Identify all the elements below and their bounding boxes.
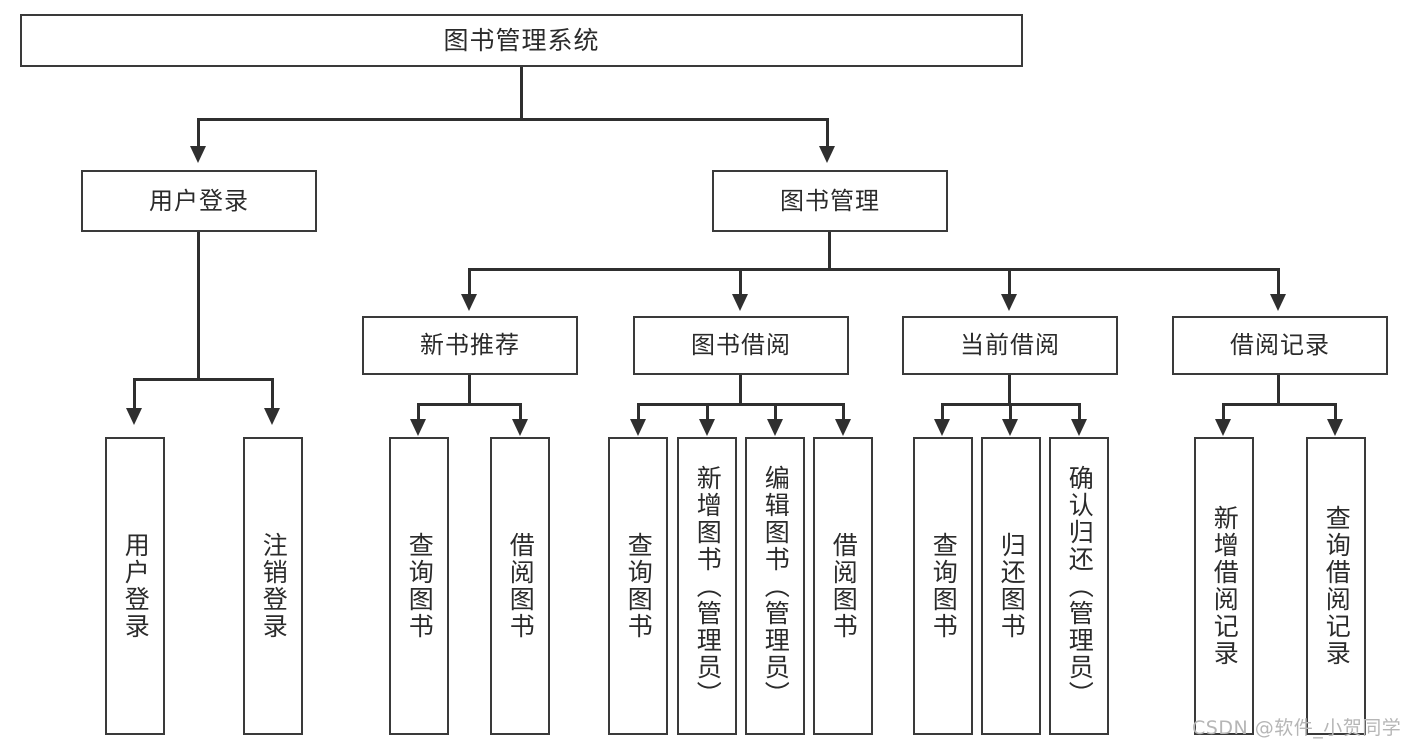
leaf-label: 借阅图书 xyxy=(829,532,859,640)
connector-newbook-leaf-1 xyxy=(417,403,420,421)
node-book-management: 图书管理 xyxy=(712,170,948,232)
leaf-borrow-book: 借阅图书 xyxy=(813,437,873,735)
arrowhead-borrow-leaf-4 xyxy=(835,419,851,436)
leaf-user-login: 用户登录 xyxy=(105,437,165,735)
arrowhead-current-leaf-3 xyxy=(1071,419,1087,436)
arrowhead-bookmgmt-borrow xyxy=(732,294,748,311)
arrowhead-login-leaf-1 xyxy=(126,408,142,425)
connector-current-leaf-1 xyxy=(941,403,944,421)
arrowhead-root-to-login xyxy=(190,146,206,163)
connector-record-leaf-1 xyxy=(1222,403,1225,421)
leaf-label: 查询借阅记录 xyxy=(1322,505,1352,667)
connector-root-stem xyxy=(520,67,523,120)
arrowhead-borrow-leaf-1 xyxy=(630,419,646,436)
arrowhead-bookmgmt-newbook xyxy=(461,294,477,311)
connector-bookmgmt-to-record xyxy=(1277,268,1280,296)
arrowhead-current-leaf-1 xyxy=(934,419,950,436)
connector-login-to-leaf-2 xyxy=(271,378,274,410)
connector-bookmgmt-stem xyxy=(828,232,831,270)
leaf-query-book-borrow: 查询图书 xyxy=(608,437,668,735)
leaf-add-borrow-record: 新增借阅记录 xyxy=(1194,437,1254,735)
connector-root-bus xyxy=(197,118,829,121)
connector-login-to-leaf-1 xyxy=(133,378,136,410)
leaf-label: 新增借阅记录 xyxy=(1210,505,1240,667)
connector-borrow-leaf-3 xyxy=(774,403,777,421)
connector-borrow-leaf-1 xyxy=(637,403,640,421)
leaf-label: 注销登录 xyxy=(259,532,289,640)
connector-root-to-bookmgmt xyxy=(826,118,829,148)
node-borrow-record: 借阅记录 xyxy=(1172,316,1388,375)
leaf-query-borrow-record: 查询借阅记录 xyxy=(1306,437,1366,735)
connector-newbook-stem xyxy=(468,375,471,405)
leaf-label: 查询图书 xyxy=(405,532,435,640)
leaf-edit-book-admin: 编辑图书（管理员） xyxy=(745,437,805,735)
connector-bookmgmt-bus xyxy=(468,268,1280,271)
connector-record-bus xyxy=(1222,403,1336,406)
leaf-label: 查询图书 xyxy=(929,532,959,640)
node-book-borrow: 图书借阅 xyxy=(633,316,849,375)
connector-borrow-bus xyxy=(637,403,845,406)
connector-borrow-leaf-4 xyxy=(842,403,845,421)
arrowhead-borrow-leaf-3 xyxy=(767,419,783,436)
connector-newbook-leaf-2 xyxy=(519,403,522,421)
connector-login-stem xyxy=(197,232,200,380)
connector-record-stem xyxy=(1277,375,1280,405)
arrowhead-bookmgmt-record xyxy=(1270,294,1286,311)
leaf-label: 编辑图书（管理员） xyxy=(761,464,791,708)
arrowhead-login-leaf-2 xyxy=(264,408,280,425)
leaf-logout: 注销登录 xyxy=(243,437,303,735)
connector-current-leaf-3 xyxy=(1078,403,1081,421)
arrowhead-bookmgmt-current xyxy=(1001,294,1017,311)
leaf-query-book-current: 查询图书 xyxy=(913,437,973,735)
leaf-confirm-return-admin: 确认归还（管理员） xyxy=(1049,437,1109,735)
connector-bookmgmt-to-current xyxy=(1008,268,1011,296)
leaf-label: 归还图书 xyxy=(997,532,1027,640)
leaf-label: 用户登录 xyxy=(121,532,151,640)
leaf-add-book-admin: 新增图书（管理员） xyxy=(677,437,737,735)
arrowhead-newbook-leaf-2 xyxy=(512,419,528,436)
leaf-label: 查询图书 xyxy=(624,532,654,640)
arrowhead-root-to-bookmgmt xyxy=(819,146,835,163)
connector-bookmgmt-to-newbook xyxy=(468,268,471,296)
node-new-book-recommend: 新书推荐 xyxy=(362,316,578,375)
arrowhead-current-leaf-2 xyxy=(1002,419,1018,436)
leaf-query-book-newbook: 查询图书 xyxy=(389,437,449,735)
leaf-return-book: 归还图书 xyxy=(981,437,1041,735)
leaf-borrow-book-newbook: 借阅图书 xyxy=(490,437,550,735)
leaf-label: 新增图书（管理员） xyxy=(693,464,723,708)
node-current-borrow: 当前借阅 xyxy=(902,316,1118,375)
connector-record-leaf-2 xyxy=(1334,403,1337,421)
arrowhead-newbook-leaf-1 xyxy=(410,419,426,436)
connector-bookmgmt-to-borrow xyxy=(739,268,742,296)
connector-newbook-bus xyxy=(417,403,521,406)
node-user-login: 用户登录 xyxy=(81,170,317,232)
connector-current-stem xyxy=(1008,375,1011,405)
arrowhead-record-leaf-2 xyxy=(1327,419,1343,436)
connector-borrow-leaf-2 xyxy=(706,403,709,421)
connector-current-leaf-2 xyxy=(1009,403,1012,421)
connector-login-bus xyxy=(133,378,272,381)
node-root-system: 图书管理系统 xyxy=(20,14,1023,67)
leaf-label: 确认归还（管理员） xyxy=(1065,464,1095,708)
leaf-label: 借阅图书 xyxy=(506,532,536,640)
csdn-watermark: CSDN @软件_小贺同学 xyxy=(1192,717,1402,739)
connector-borrow-stem xyxy=(739,375,742,405)
arrowhead-record-leaf-1 xyxy=(1215,419,1231,436)
connector-root-to-login xyxy=(197,118,200,148)
arrowhead-borrow-leaf-2 xyxy=(699,419,715,436)
